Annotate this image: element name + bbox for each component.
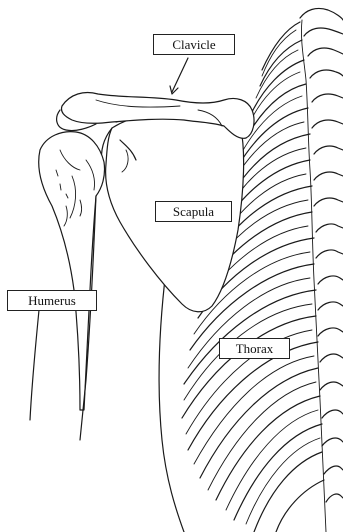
humerus <box>30 132 105 440</box>
scapula-label: Scapula <box>155 201 232 222</box>
spine <box>300 8 343 532</box>
humerus-label: Humerus <box>7 290 97 311</box>
clavicle-label: Clavicle <box>153 34 235 55</box>
thorax-label: Thorax <box>219 338 290 359</box>
